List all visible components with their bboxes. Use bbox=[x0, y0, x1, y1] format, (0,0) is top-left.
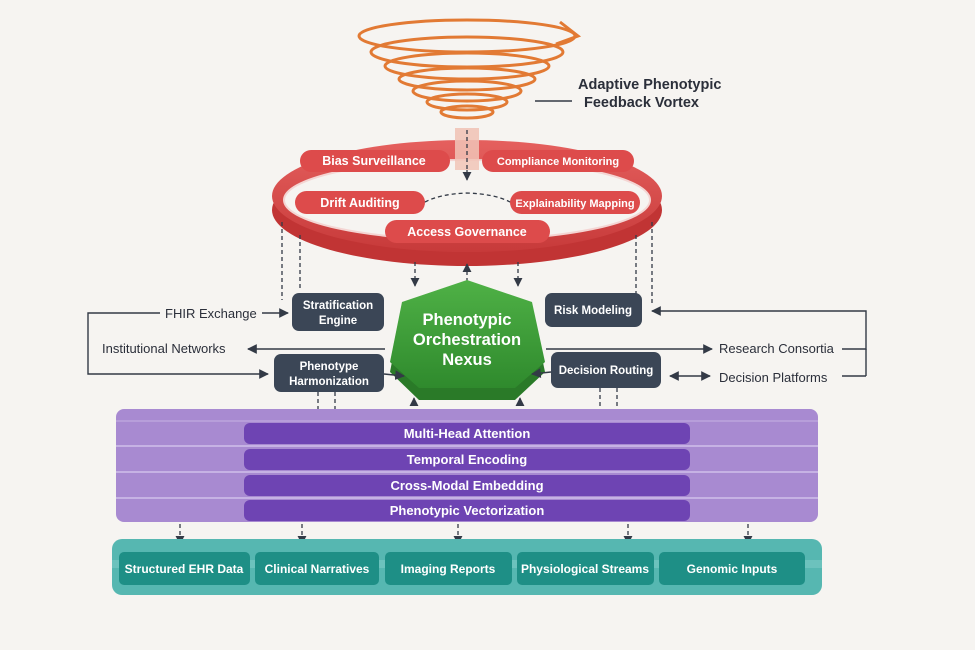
ring-to-node-links bbox=[281, 222, 653, 305]
layer-label-vectorization: Phenotypic Vectorization bbox=[390, 503, 545, 518]
layer-label-attention: Multi-Head Attention bbox=[404, 426, 531, 441]
hub-label-line1: Phenotypic bbox=[423, 311, 512, 329]
orchestration-nexus-hub[interactable] bbox=[390, 280, 545, 400]
right-feedback-loop bbox=[651, 306, 867, 350]
vortex-title-line1: Adaptive Phenotypic bbox=[578, 77, 721, 93]
access-governance-pill[interactable] bbox=[385, 220, 550, 243]
research-consortia-label: Research Consortia bbox=[719, 341, 835, 356]
bias-surveillance-pill[interactable] bbox=[300, 150, 450, 172]
stratification-engine-node[interactable] bbox=[292, 293, 384, 331]
risk-modeling-label: Risk Modeling bbox=[554, 305, 632, 317]
input-imaging-reports[interactable] bbox=[385, 552, 512, 585]
layer-bar-vectorization[interactable] bbox=[244, 500, 690, 521]
explainability-mapping-label: Explainability Mapping bbox=[515, 198, 634, 210]
input-genomic[interactable] bbox=[659, 552, 805, 585]
compliance-monitoring-label: Compliance Monitoring bbox=[497, 156, 619, 168]
left-feedback-loop bbox=[87, 312, 269, 379]
explainability-mapping-pill[interactable] bbox=[510, 191, 640, 214]
harmonization-label-line2: Harmonization bbox=[289, 376, 369, 388]
access-governance-label: Access Governance bbox=[407, 225, 527, 239]
feedback-vortex bbox=[357, 18, 582, 120]
harmonization-to-hub-arrow bbox=[383, 370, 405, 380]
decision-routing-label: Decision Routing bbox=[559, 365, 654, 377]
risk-modeling-node[interactable] bbox=[545, 293, 642, 327]
decision-routing-node[interactable] bbox=[551, 352, 661, 388]
input-label-imaging-reports: Imaging Reports bbox=[401, 562, 496, 576]
input-physiological-streams[interactable] bbox=[517, 552, 654, 585]
drift-auditing-label: Drift Auditing bbox=[320, 196, 399, 210]
input-label-structured-ehr: Structured EHR Data bbox=[125, 562, 244, 576]
governance-ring bbox=[272, 140, 662, 266]
compliance-monitoring-pill[interactable] bbox=[482, 150, 634, 172]
input-clinical-narratives[interactable] bbox=[255, 552, 379, 585]
hub-label-line2: Orchestration bbox=[413, 331, 521, 349]
input-label-physiological-streams: Physiological Streams bbox=[521, 562, 649, 576]
stratification-label-line1: Stratification bbox=[303, 300, 373, 312]
input-label-clinical-narratives: Clinical Narratives bbox=[265, 562, 370, 576]
drift-auditing-pill[interactable] bbox=[295, 191, 425, 214]
layer-label-temporal: Temporal Encoding bbox=[407, 452, 527, 467]
layer-bar-cross-modal[interactable] bbox=[244, 475, 690, 496]
layer-label-cross-modal: Cross-Modal Embedding bbox=[390, 478, 543, 493]
input-label-genomic: Genomic Inputs bbox=[687, 562, 778, 576]
routing-to-hub-arrow bbox=[531, 368, 552, 378]
stratification-label-line2: Engine bbox=[319, 315, 357, 327]
bias-surveillance-label: Bias Surveillance bbox=[322, 154, 426, 168]
layer-bar-temporal[interactable] bbox=[244, 449, 690, 470]
layer-bar-attention[interactable] bbox=[244, 423, 690, 444]
hub-label-line3: Nexus bbox=[442, 351, 492, 369]
fhir-exchange-label: FHIR Exchange bbox=[165, 306, 257, 321]
harmonization-label-line1: Phenotype bbox=[300, 361, 359, 373]
phenotype-harmonization-node[interactable] bbox=[274, 354, 384, 392]
input-structured-ehr[interactable] bbox=[119, 552, 250, 585]
decision-platforms-label: Decision Platforms bbox=[719, 370, 828, 385]
vortex-title-line2: Feedback Vortex bbox=[584, 95, 699, 111]
institutional-networks-label: Institutional Networks bbox=[102, 341, 226, 356]
